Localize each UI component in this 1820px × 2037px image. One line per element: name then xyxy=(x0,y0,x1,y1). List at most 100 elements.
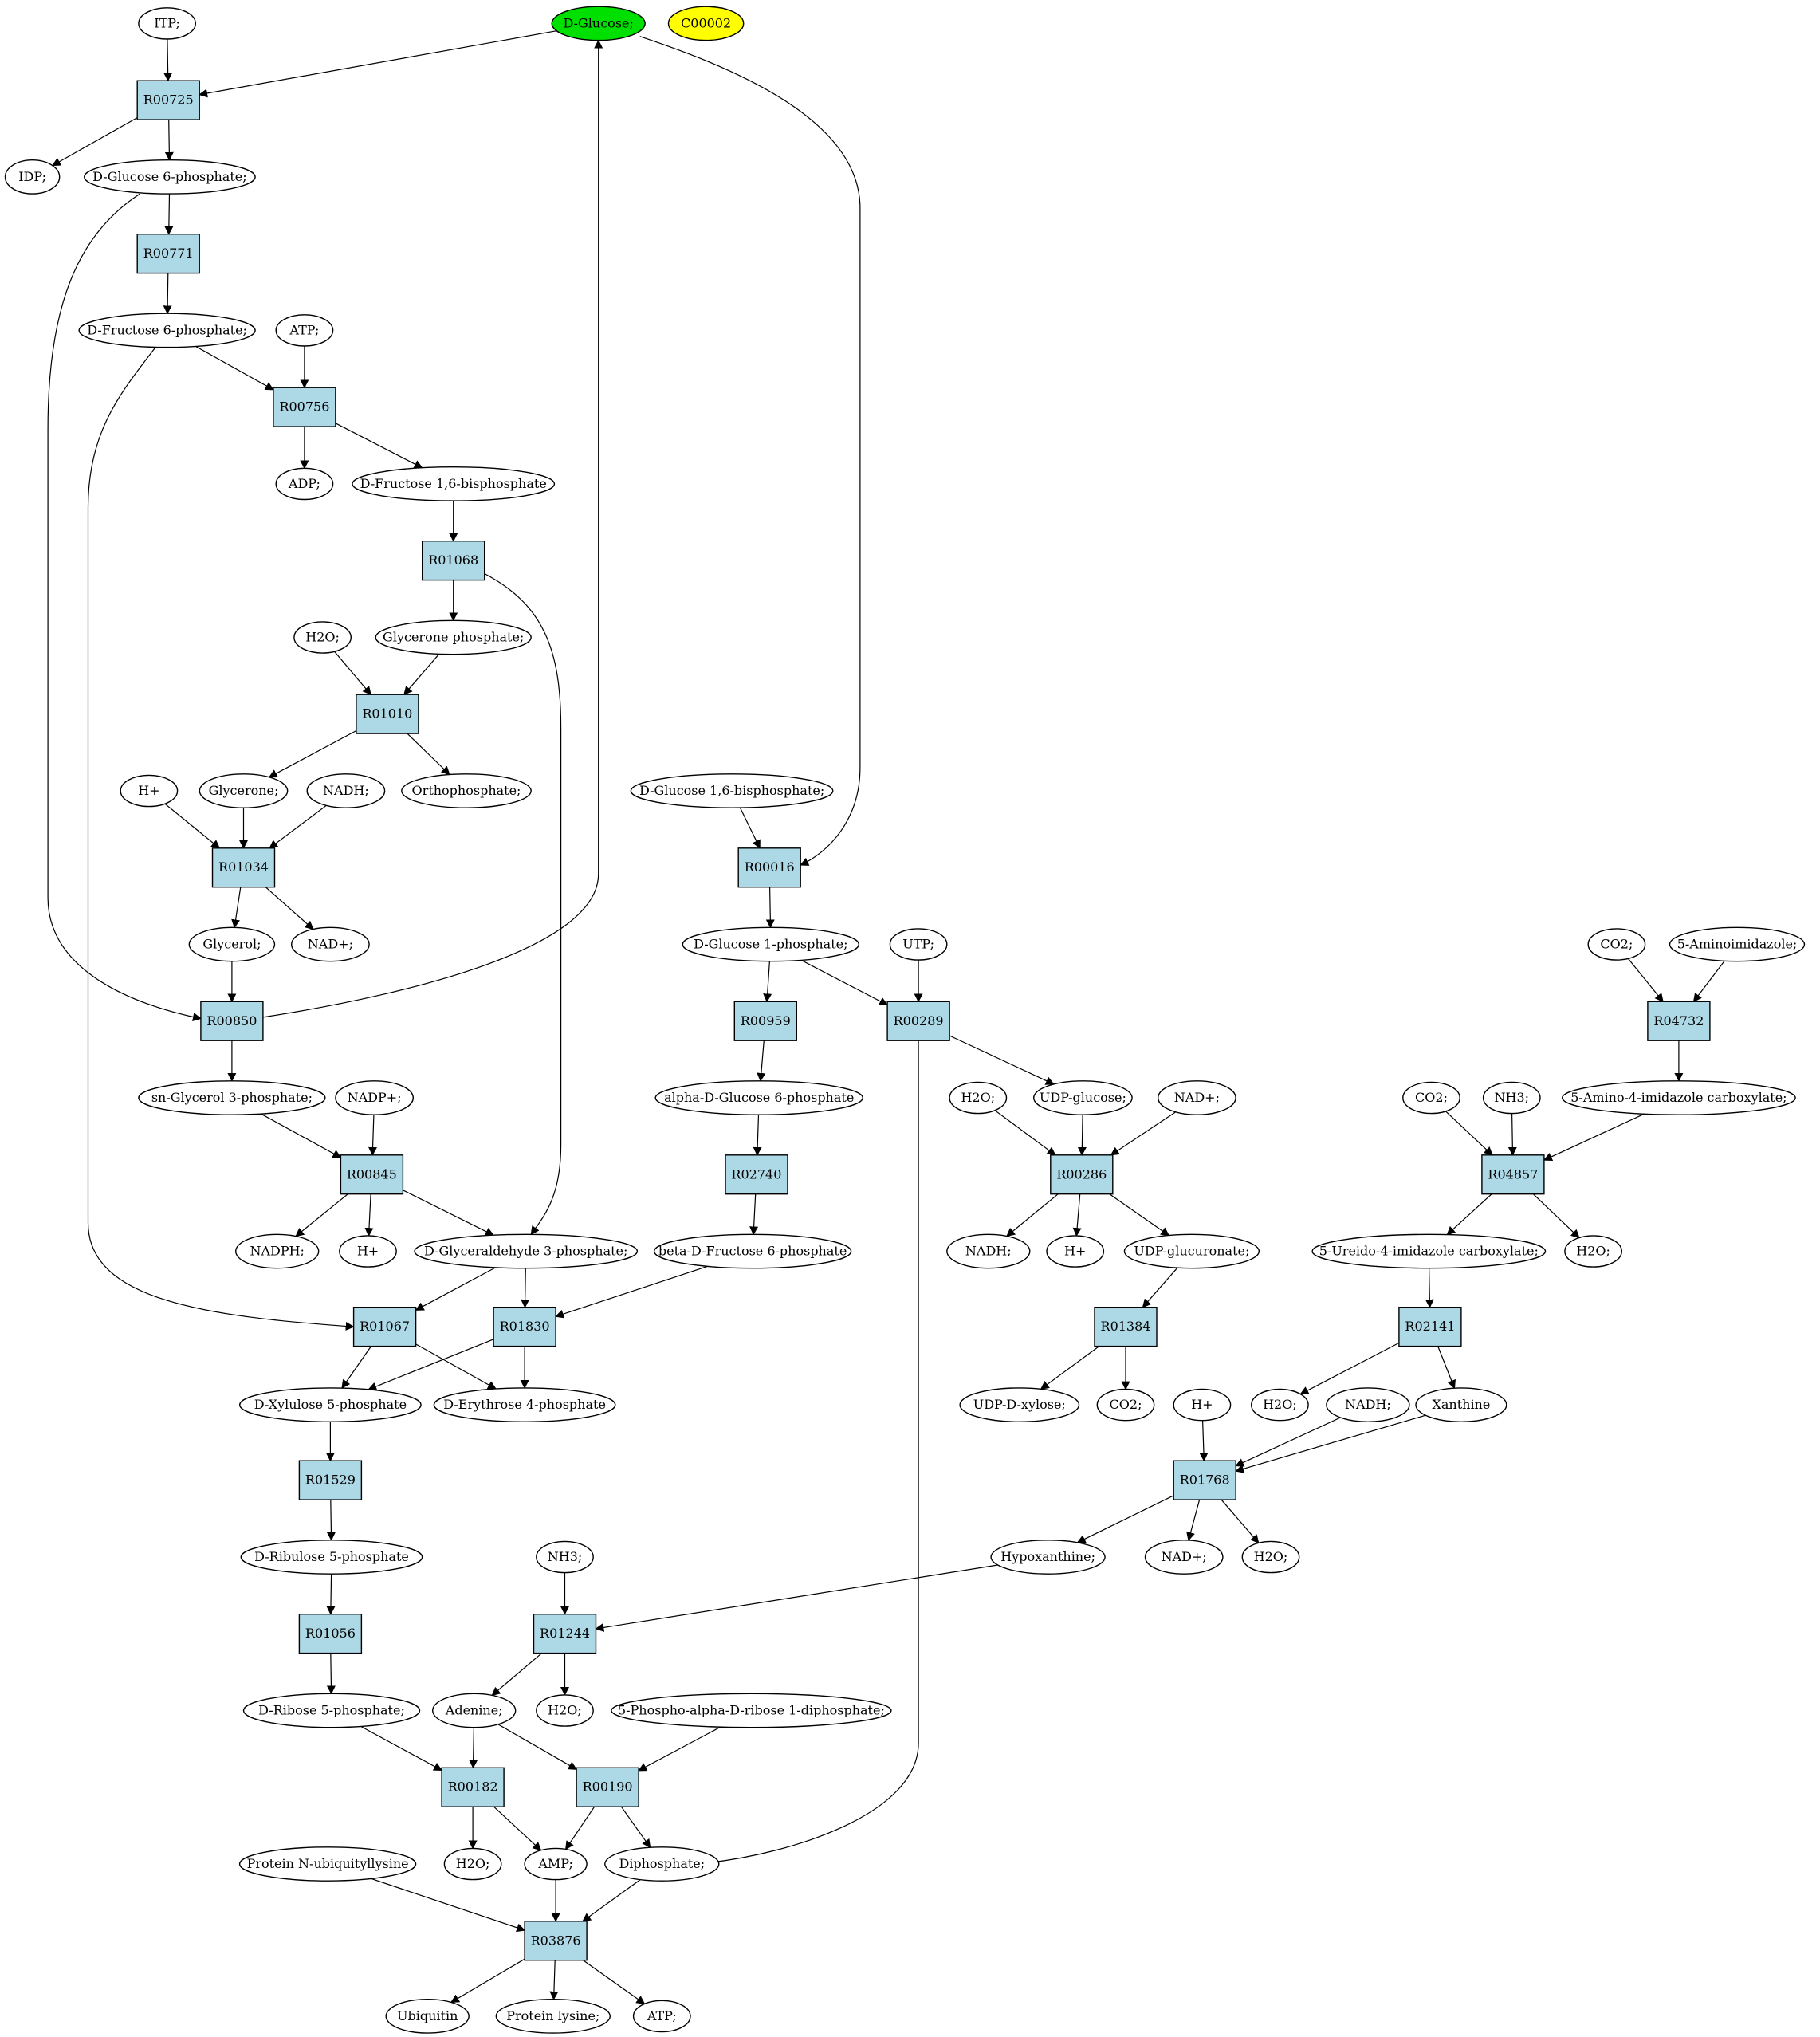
reaction-node-r01067: R01067 xyxy=(352,1306,417,1347)
compound-node-udpxyl: UDP-D-xylose; xyxy=(959,1387,1080,1423)
compound-node-prpp: 5-Phospho-alpha-D-ribose 1-diphosphate; xyxy=(611,1693,892,1728)
edge-g1p-to-R00959 xyxy=(763,961,772,1003)
edge-R01068-to-gap xyxy=(484,572,562,1236)
compound-label: NADPH; xyxy=(250,1244,305,1259)
compound-label: ATP; xyxy=(647,2008,677,2023)
edge-R01768-to-h2o_5 xyxy=(1221,1499,1260,1544)
reaction-box xyxy=(200,1001,264,1041)
reaction-box xyxy=(725,1154,788,1195)
reaction-label: R00850 xyxy=(206,1013,257,1028)
reaction-node-r04732: R04732 xyxy=(1647,1001,1711,1041)
reaction-label: R01384 xyxy=(1101,1319,1151,1334)
compound-label: Glycerone; xyxy=(209,783,279,798)
compound-ellipse xyxy=(946,1233,1031,1269)
edge-g6p-to-R00771 xyxy=(164,194,174,235)
reaction-label: R00756 xyxy=(279,399,329,415)
compound-label: CO2; xyxy=(1415,1090,1448,1105)
compound-node-e4p: D-Erythrose 4-phosphate xyxy=(433,1387,616,1423)
compound-ellipse xyxy=(4,159,61,195)
compound-ellipse xyxy=(335,1080,414,1115)
compound-node-xanthine: Xanthine xyxy=(1415,1387,1507,1423)
compound-node-dhap: Glycerone phosphate; xyxy=(375,619,532,655)
compound-node-nadph: NADPH; xyxy=(235,1233,320,1269)
reaction-box xyxy=(422,541,485,581)
reaction-node-r02740: R02740 xyxy=(725,1154,788,1195)
reaction-label: R01010 xyxy=(362,706,412,722)
edge-R00725-to-g6p xyxy=(164,120,174,161)
reaction-label: R00286 xyxy=(1056,1166,1107,1182)
edge-hplus1-to-R01034 xyxy=(164,803,221,849)
compound-node-itp: ITP; xyxy=(138,7,197,40)
edge-co2_1-to-R04732 xyxy=(1627,958,1664,1003)
edge-f6p-to-R01067 xyxy=(87,347,355,1331)
edge-R01056-to-r5p xyxy=(326,1653,336,1695)
compound-ellipse xyxy=(78,313,256,348)
compound-label: Diphosphate; xyxy=(619,1856,705,1871)
compound-node-g3p: sn-Glycerol 3-phosphate; xyxy=(138,1080,326,1115)
reaction-label: R01068 xyxy=(428,553,478,568)
compound-node-uic: 5-Ureido-4-imidazole carboxylate; xyxy=(1311,1233,1547,1269)
edge-R01768-to-hypox xyxy=(1076,1495,1174,1543)
compound-ellipse xyxy=(536,1694,594,1727)
edge-g1p-to-R00289 xyxy=(800,959,889,1006)
compound-node-hplus4: H+ xyxy=(1173,1388,1232,1422)
compound-node-c00002: C00002 xyxy=(667,6,745,41)
compound-label: H2O; xyxy=(1576,1244,1610,1259)
compound-ellipse xyxy=(1402,1081,1460,1115)
edge-R00190-to-ppi xyxy=(620,1806,651,1849)
compound-ellipse xyxy=(1564,1235,1623,1268)
compound-ellipse xyxy=(375,619,532,655)
compound-ellipse xyxy=(1561,1080,1796,1115)
reaction-label: R02141 xyxy=(1405,1319,1455,1334)
compound-ellipse xyxy=(1669,926,1806,962)
compound-label: NADP+; xyxy=(348,1090,402,1105)
reaction-box xyxy=(886,1001,950,1041)
reaction-node-r00845: R00845 xyxy=(340,1154,404,1195)
compound-ellipse xyxy=(604,1846,720,1882)
edge-R01034-to-glycerol xyxy=(231,887,242,929)
compound-label: 5-Ureido-4-imidazole carboxylate; xyxy=(1319,1244,1539,1259)
edge-hplus4-to-R01768 xyxy=(1199,1420,1209,1462)
compound-label: IDP; xyxy=(18,169,46,184)
compound-label: D-Glucose 1-phosphate; xyxy=(694,937,847,952)
edge-nh3_1-to-R04857 xyxy=(1507,1113,1517,1156)
compound-node-gap: D-Glyceraldehyde 3-phosphate; xyxy=(414,1233,639,1269)
edge-R02141-to-xanthine xyxy=(1437,1346,1456,1390)
compound-ellipse xyxy=(1123,1233,1260,1269)
edge-hypox-to-R01244 xyxy=(595,1564,998,1632)
compound-label: Orthophosphate; xyxy=(412,783,521,798)
compound-node-h2o_1: H2O; xyxy=(293,621,352,654)
compound-label: 5-Amino-4-imidazole carboxylate; xyxy=(1570,1090,1787,1105)
compound-ellipse xyxy=(339,1235,397,1268)
edge-uic-to-R02141 xyxy=(1425,1268,1434,1308)
edge-R00845-to-nadph xyxy=(295,1193,348,1237)
compound-ellipse xyxy=(990,1540,1106,1575)
reaction-label: R00845 xyxy=(347,1166,397,1182)
edge-dglucose-to-R00016 xyxy=(639,36,861,866)
edge-aminoimid-to-R04732 xyxy=(1692,960,1725,1003)
compound-label: NAD+; xyxy=(1162,1549,1207,1564)
compound-node-dglucose: D-Glucose; xyxy=(551,6,646,41)
compound-node-co2_1: CO2; xyxy=(1587,928,1646,961)
compound-node-adenine: Adenine; xyxy=(432,1693,517,1728)
compound-ellipse xyxy=(495,1998,611,2034)
edge-aic-to-R04857 xyxy=(1543,1113,1645,1162)
compound-label: D-Glucose; xyxy=(563,15,633,30)
compound-ellipse xyxy=(432,1693,517,1728)
edge-gap-to-R01830 xyxy=(521,1268,530,1308)
compound-ellipse xyxy=(138,7,197,40)
reaction-box xyxy=(524,1921,588,1961)
edge-R04857-to-h2o_3 xyxy=(1533,1193,1580,1239)
compound-node-ru5p: D-Ribulose 5-phosphate xyxy=(240,1540,423,1575)
edge-R00845-to-hplus2 xyxy=(364,1193,374,1237)
compound-node-g1p: D-Glucose 1-phosphate; xyxy=(682,926,859,962)
compound-label: Protein N-ubiquityllysine xyxy=(247,1856,409,1871)
compound-label: UTP; xyxy=(902,937,934,952)
compound-node-ubiquitin: Ubiquitin xyxy=(385,1998,470,2034)
compound-label: NAD+; xyxy=(308,937,353,952)
compound-node-amp: AMP; xyxy=(524,1847,588,1881)
reaction-node-r00190: R00190 xyxy=(576,1767,639,1807)
compound-ellipse xyxy=(293,621,352,654)
compound-ellipse xyxy=(1144,1540,1224,1575)
edge-ag6p-to-R02740 xyxy=(753,1115,762,1156)
